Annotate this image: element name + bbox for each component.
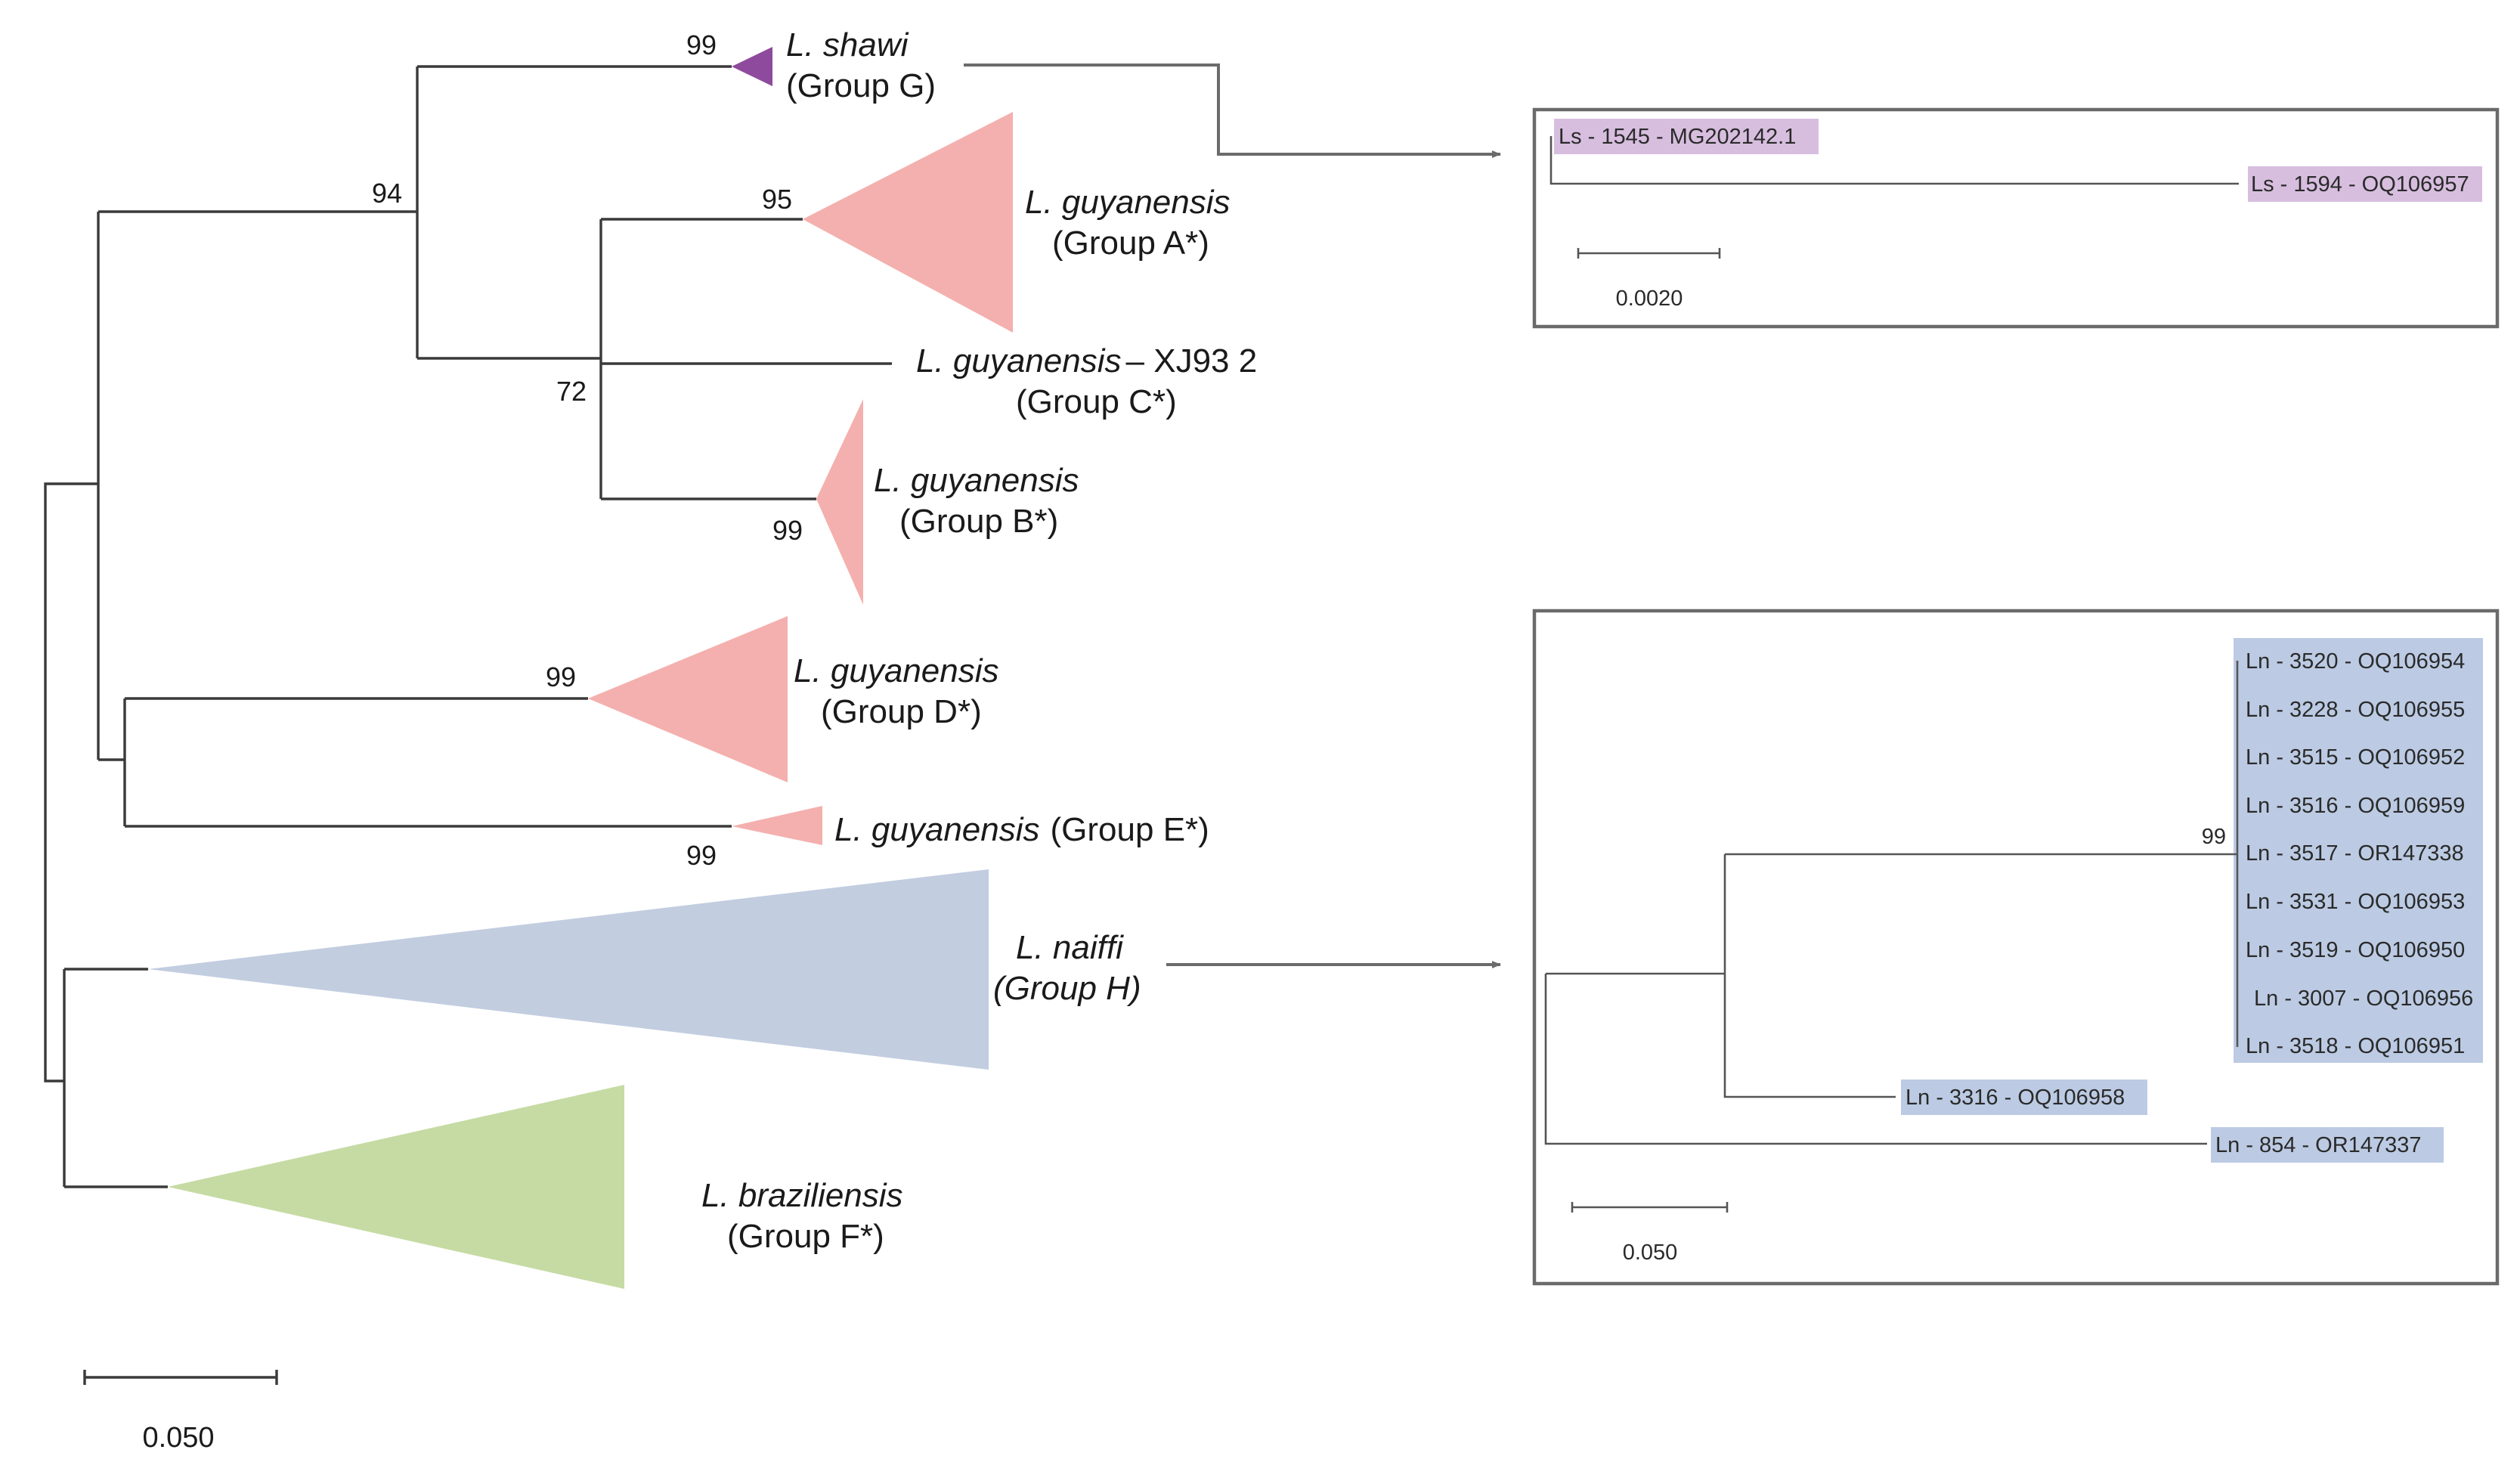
group-label-b: (Group B*) xyxy=(899,503,1058,540)
tip-label-ln-854: Ln - 854 - OR147337 xyxy=(2215,1133,2421,1157)
species-label-group-g: L. shawi xyxy=(786,26,909,63)
tip-label-ln-3007: Ln - 3007 - OQ106956 xyxy=(2254,987,2473,1011)
inset-naiffi-root-branch xyxy=(1544,974,2207,1145)
strain-label-group-c: – XJ93 2 xyxy=(1126,342,1258,379)
scale-bar-line xyxy=(83,1370,278,1385)
tip-label-ls-1594: Ls - 1594 - OQ106957 xyxy=(2251,172,2469,197)
inset-shawi-branches xyxy=(1549,136,2239,185)
tip-label-ln-3516: Ln - 3516 - OQ106959 xyxy=(2246,794,2465,818)
collapsed-clades xyxy=(148,47,1013,1289)
inset-shawi-scale-bar-line xyxy=(1577,248,1721,259)
clade-triangle-group-b xyxy=(816,399,863,605)
species-label-group-f: L. braziliensis xyxy=(701,1177,903,1214)
label-group-e: L. guyanensis (Group E*) xyxy=(834,811,1209,848)
group-label-a: (Group A*) xyxy=(1052,225,1209,262)
inset-shawi-scale-bar-label: 0.0020 xyxy=(1616,287,1683,311)
tip-highlight-ls-1545 xyxy=(1554,119,1819,154)
tip-highlight-ls-1594 xyxy=(2248,166,2482,202)
species-label-group-b: L. guyanensis xyxy=(874,462,1079,499)
species-label-group-e: L. guyanensis xyxy=(834,811,1040,848)
clade-triangle-group-a xyxy=(803,112,1013,333)
group-label-f: (Group F*) xyxy=(727,1218,884,1255)
species-label-group-d: L. guyanensis xyxy=(794,652,999,689)
tip-label-ln-3517: Ln - 3517 - OR147338 xyxy=(2246,841,2464,866)
group-label-h: (Group H) xyxy=(993,970,1141,1007)
bootstrap-node-abc: 72 xyxy=(556,376,587,407)
clade-labels: L. shawi (Group G) L. guyanensis (Group … xyxy=(701,26,1257,1255)
tip-highlight-ln-854 xyxy=(2211,1127,2444,1163)
inset-naiffi-scale-bar-line xyxy=(1571,1202,1729,1213)
arrow-to-shawi-inset xyxy=(964,63,1501,158)
inset-naiffi-inner-branch xyxy=(1546,854,1896,1098)
group-label-g: (Group G) xyxy=(786,67,936,104)
main-scale-bar: 0.050 xyxy=(83,1370,278,1454)
inset-naiffi-scale-bar-label: 0.050 xyxy=(1623,1241,1678,1265)
inset-naiffi-clade-tips: Ln - 3520 - OQ106954 Ln - 3228 - OQ10695… xyxy=(2246,649,2473,1058)
bootstrap-node-abcg: 94 xyxy=(372,178,402,209)
clade-triangle-group-g xyxy=(732,47,772,86)
tip-highlight-ln-3316 xyxy=(1901,1079,2147,1115)
tip-label-ln-3531: Ln - 3531 - OQ106953 xyxy=(2246,890,2465,914)
bootstrap-group-d: 99 xyxy=(546,661,576,692)
group-label-e: (Group E*) xyxy=(1051,811,1209,848)
tip-label-ln-3228: Ln - 3228 - OQ106955 xyxy=(2246,698,2465,722)
branch-root xyxy=(44,482,98,1083)
tip-label-ln-3316: Ln - 3316 - OQ106958 xyxy=(1905,1086,2125,1110)
species-name-group-c: L. guyanensis xyxy=(916,342,1122,379)
clade-triangle-group-e xyxy=(732,806,822,845)
group-label-c: (Group C*) xyxy=(1016,383,1177,420)
group-label-d: (Group D*) xyxy=(821,693,982,730)
bootstrap-naiffi-clade: 99 xyxy=(2202,825,2226,849)
bootstrap-group-e: 99 xyxy=(686,840,717,871)
clade-triangle-group-h xyxy=(148,869,989,1070)
scale-bar-label: 0.050 xyxy=(142,1422,214,1454)
species-label-group-c: L. guyanensis– XJ93 2 xyxy=(916,342,1257,379)
bootstrap-group-a: 95 xyxy=(762,184,792,215)
species-label-group-a: L. guyanensis xyxy=(1025,184,1231,221)
tip-label-ln-3519: Ln - 3519 - OQ106950 xyxy=(2246,938,2465,962)
tip-label-ls-1545: Ls - 1545 - MG202142.1 xyxy=(1559,125,1796,149)
clade-triangle-group-d xyxy=(588,616,788,782)
tip-label-ln-3515: Ln - 3515 - OQ106952 xyxy=(2246,745,2465,770)
clade-triangle-group-f xyxy=(168,1085,624,1289)
branch-de-node xyxy=(98,698,126,826)
species-label-group-h: L. naiffi xyxy=(1016,929,1124,966)
bootstrap-values: 99 94 95 72 99 99 99 xyxy=(372,29,803,871)
bootstrap-group-g: 99 xyxy=(686,29,717,60)
inset-naiffi: Ln - 3520 - OQ106954 Ln - 3228 - OQ10695… xyxy=(1532,609,2500,1286)
tip-highlight-naiffi-clade xyxy=(2234,638,2483,1063)
bootstrap-group-b: 99 xyxy=(772,515,803,546)
tip-label-ln-3520: Ln - 3520 - OQ106954 xyxy=(2246,649,2465,674)
inset-shawi: Ls - 1545 - MG202142.1 Ls - 1594 - OQ106… xyxy=(1532,107,2500,329)
main-tree-branches xyxy=(44,65,892,1188)
tip-label-ln-3518: Ln - 3518 - OQ106951 xyxy=(2246,1034,2465,1058)
